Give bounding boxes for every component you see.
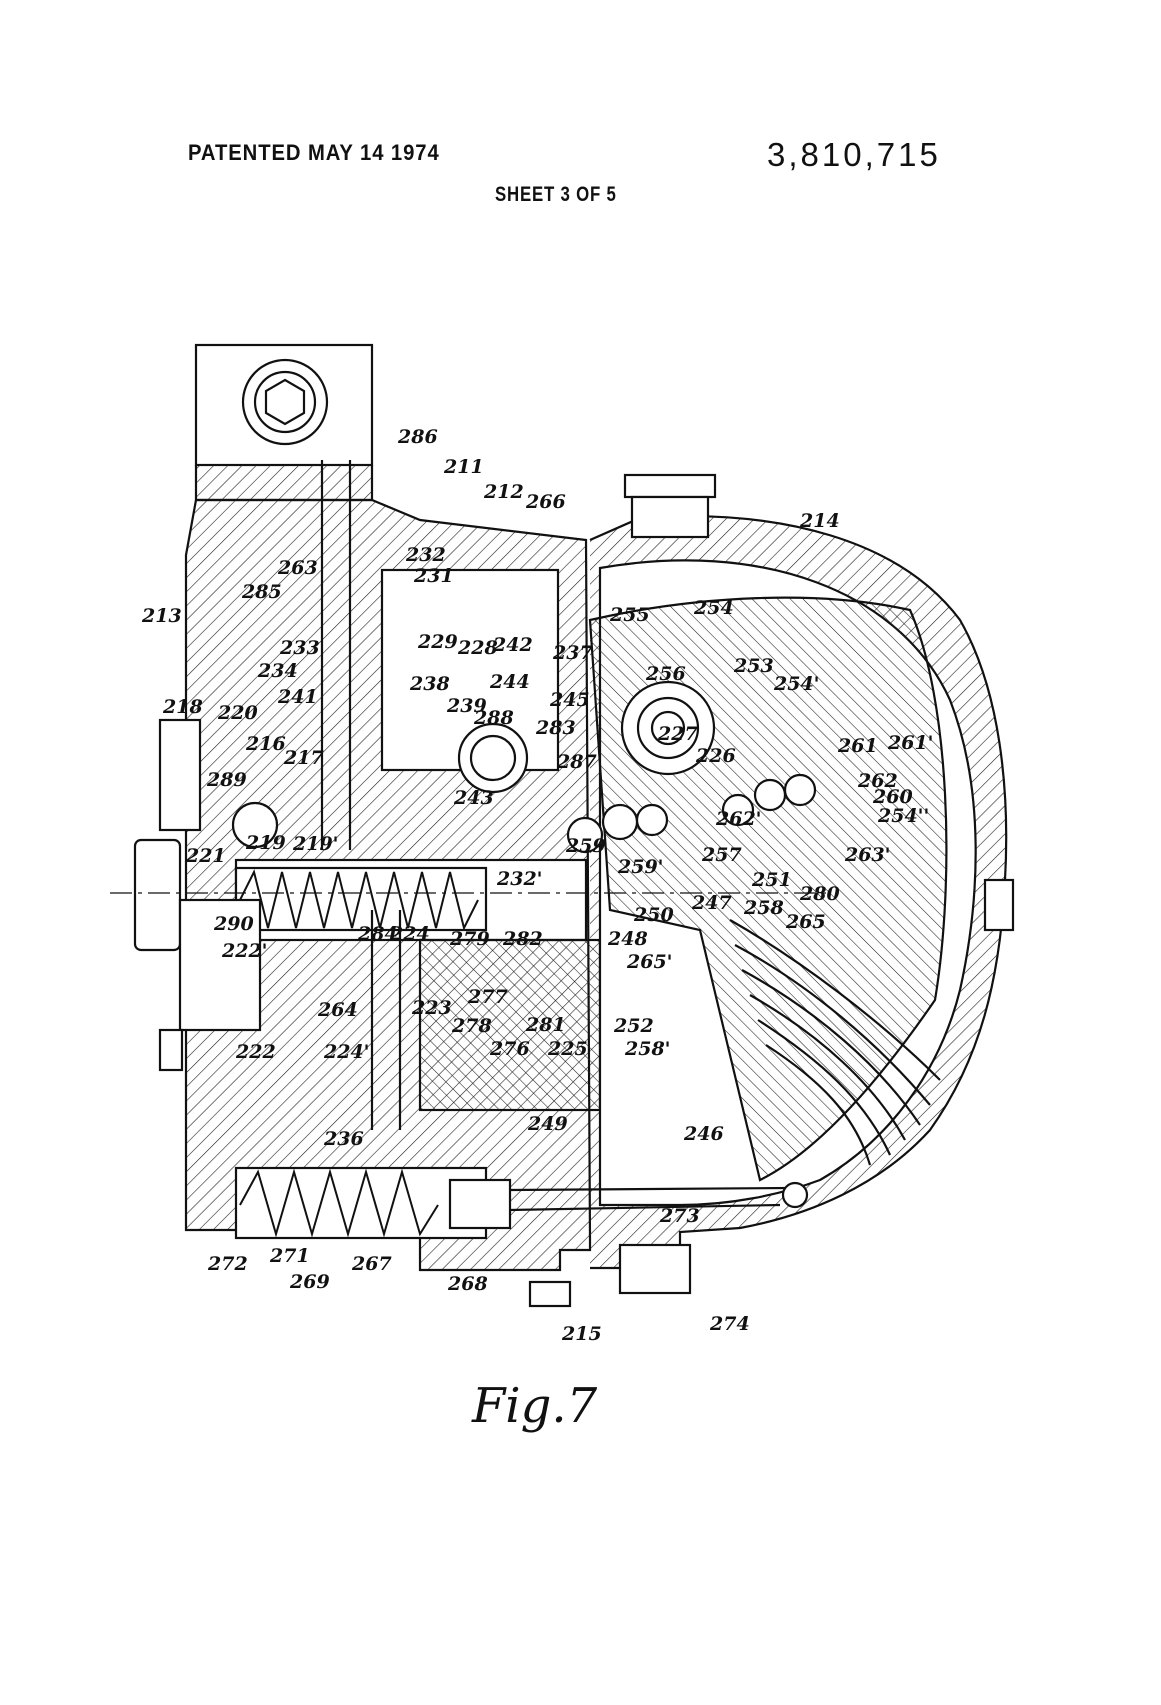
reference-numeral-232p: 232' bbox=[496, 868, 542, 890]
reference-numeral-228: 228 bbox=[457, 637, 498, 659]
reference-numeral-218: 218 bbox=[162, 696, 203, 718]
reference-numeral-258p: 258' bbox=[624, 1038, 670, 1060]
reference-numeral-267: 267 bbox=[351, 1253, 392, 1275]
reference-numeral-222p: 222' bbox=[221, 940, 267, 962]
reference-numeral-255: 255 bbox=[609, 604, 650, 626]
reference-numeral-259: 259 bbox=[565, 835, 606, 857]
reference-numeral-261: 261 bbox=[837, 735, 878, 757]
reference-numeral-272: 272 bbox=[207, 1253, 248, 1275]
reference-numeral-227: 227 bbox=[657, 723, 698, 745]
reference-numeral-261p: 261' bbox=[887, 732, 933, 754]
reference-numeral-252: 252 bbox=[613, 1015, 654, 1037]
reference-numeral-262: 262 bbox=[857, 770, 898, 792]
reference-numeral-251: 251 bbox=[751, 869, 792, 891]
reference-numeral-289: 289 bbox=[206, 769, 247, 791]
reference-numeral-271: 271 bbox=[269, 1245, 310, 1267]
reference-numeral-217: 217 bbox=[283, 747, 324, 769]
reference-numeral-269: 269 bbox=[289, 1271, 330, 1293]
reference-numeral-287: 287 bbox=[556, 751, 597, 773]
reference-numeral-266: 266 bbox=[525, 491, 566, 513]
reference-numeral-254p: 254' bbox=[773, 673, 819, 695]
reference-numeral-215: 215 bbox=[561, 1323, 602, 1345]
reference-numeral-216: 216 bbox=[245, 733, 286, 755]
reference-numeral-285: 285 bbox=[241, 581, 282, 603]
reference-numeral-277: 277 bbox=[467, 986, 508, 1008]
reference-numeral-263: 263 bbox=[277, 557, 318, 579]
reference-numeral-262p: 262' bbox=[715, 808, 761, 830]
reference-numeral-244: 244 bbox=[489, 671, 530, 693]
reference-numeral-238: 238 bbox=[409, 673, 450, 695]
reference-numeral-249: 249 bbox=[527, 1113, 568, 1135]
reference-numeral-234: 234 bbox=[257, 660, 298, 682]
reference-numeral-219p: 219' bbox=[292, 833, 338, 855]
reference-numeral-281: 281 bbox=[525, 1014, 566, 1036]
reference-numeral-226: 226 bbox=[695, 745, 736, 767]
reference-numeral-231: 231 bbox=[413, 565, 454, 587]
reference-numeral-263p: 263' bbox=[844, 844, 890, 866]
reference-numeral-268: 268 bbox=[447, 1273, 488, 1295]
reference-numeral-254pp: 254'' bbox=[877, 805, 929, 827]
reference-numeral-264: 264 bbox=[317, 999, 358, 1021]
reference-numeral-250: 250 bbox=[633, 904, 674, 926]
reference-numeral-278: 278 bbox=[451, 1015, 492, 1037]
reference-numeral-276: 276 bbox=[489, 1038, 530, 1060]
reference-numeral-232: 232 bbox=[405, 544, 446, 566]
reference-numeral-233: 233 bbox=[279, 637, 320, 659]
reference-numeral-213: 213 bbox=[141, 605, 182, 627]
reference-numeral-284: 284 bbox=[357, 923, 398, 945]
reference-numeral-290: 290 bbox=[213, 913, 254, 935]
reference-numeral-236: 236 bbox=[323, 1128, 364, 1150]
reference-numeral-211: 211 bbox=[443, 456, 484, 478]
reference-numeral-273: 273 bbox=[659, 1205, 700, 1227]
reference-numeral-245: 245 bbox=[549, 689, 590, 711]
reference-numeral-253: 253 bbox=[733, 655, 774, 677]
reference-numeral-221: 221 bbox=[185, 845, 226, 867]
reference-numeral-222: 222 bbox=[235, 1041, 276, 1063]
reference-numeral-220: 220 bbox=[217, 702, 258, 724]
reference-numeral-258: 258 bbox=[743, 897, 784, 919]
reference-numeral-241: 241 bbox=[277, 686, 318, 708]
reference-numeral-246: 246 bbox=[683, 1123, 724, 1145]
reference-numeral-237: 237 bbox=[552, 642, 593, 664]
reference-numeral-265: 265 bbox=[785, 911, 826, 933]
reference-numeral-223: 223 bbox=[411, 997, 452, 1019]
reference-numeral-265p: 265' bbox=[626, 951, 672, 973]
reference-numeral-247: 247 bbox=[691, 892, 732, 914]
reference-numeral-257: 257 bbox=[701, 844, 742, 866]
reference-numeral-254: 254 bbox=[693, 597, 734, 619]
reference-numeral-243: 243 bbox=[453, 787, 494, 809]
reference-numeral-225: 225 bbox=[547, 1038, 588, 1060]
reference-numeral-259p: 259' bbox=[617, 856, 663, 878]
reference-numeral-214: 214 bbox=[799, 510, 840, 532]
reference-numeral-280: 280 bbox=[799, 883, 840, 905]
reference-numeral-212: 212 bbox=[483, 481, 524, 503]
figure-caption: Fig.7 bbox=[472, 1378, 597, 1434]
reference-numeral-242: 242 bbox=[492, 634, 533, 656]
reference-numeral-248: 248 bbox=[607, 928, 648, 950]
reference-numeral-283: 283 bbox=[535, 717, 576, 739]
reference-numeral-282: 282 bbox=[502, 928, 543, 950]
reference-numeral-279: 279 bbox=[449, 928, 490, 950]
reference-numeral-288: 288 bbox=[473, 707, 514, 729]
reference-numeral-274: 274 bbox=[709, 1313, 750, 1335]
reference-numeral-229: 229 bbox=[417, 631, 458, 653]
reference-numeral-286: 286 bbox=[397, 426, 438, 448]
reference-numeral-224p: 224' bbox=[323, 1041, 369, 1063]
reference-numeral-256: 256 bbox=[645, 663, 686, 685]
reference-numeral-219: 219 bbox=[245, 832, 286, 854]
